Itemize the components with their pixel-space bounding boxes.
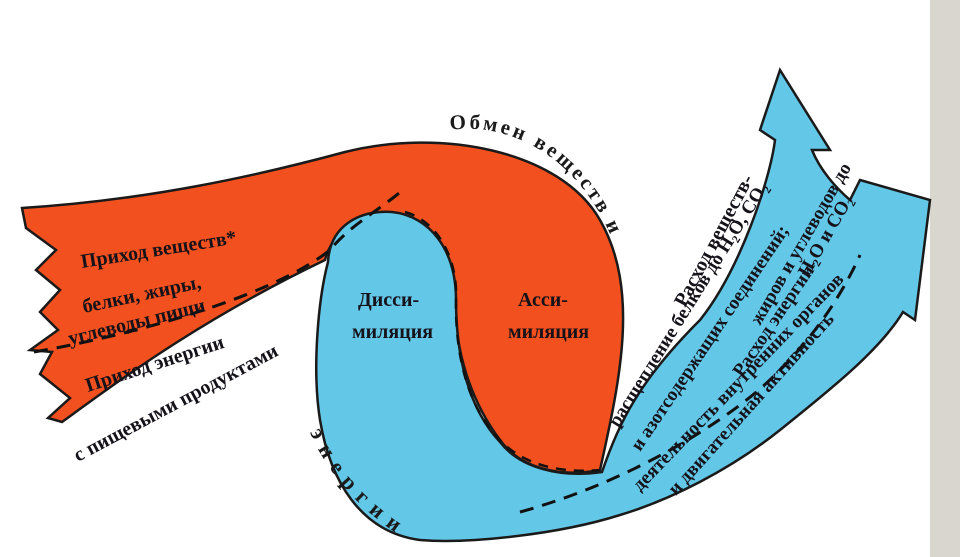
assimilation-label-2: миляция [508,321,589,343]
dissimilation-label-2: миляция [352,321,433,343]
dissimilation-label-1: Дисси- [358,289,419,311]
assimilation-label-1: Асси- [518,289,568,311]
dashed-line-right [519,254,862,514]
dashed-line-inner [404,210,601,472]
page-edge [930,0,960,557]
dashed-line-left [33,186,406,354]
